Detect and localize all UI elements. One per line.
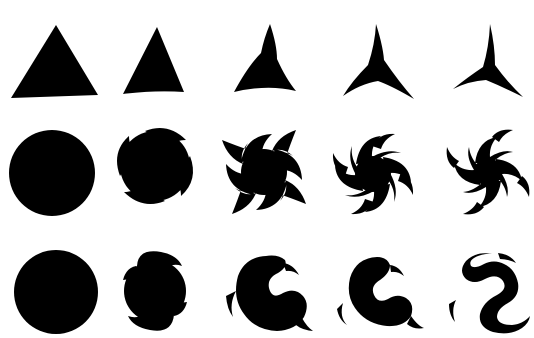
circle-shape-1 xyxy=(14,250,98,334)
circle-shape-1 xyxy=(9,130,95,216)
pinwheel-shape-2 xyxy=(117,128,193,204)
